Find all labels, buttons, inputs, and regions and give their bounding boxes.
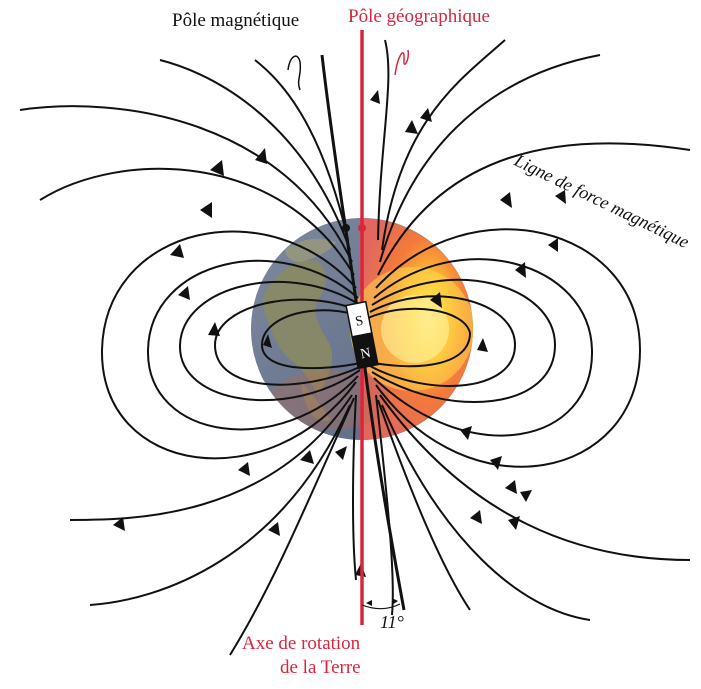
magnetic-pole-label: Pôle magnétique bbox=[172, 10, 300, 31]
rotation-axis-label-line2: de la Terre bbox=[280, 657, 361, 678]
geographic-pole-label: Pôle géographique bbox=[348, 6, 490, 27]
earth-globe-icon bbox=[251, 218, 473, 440]
field-lines bbox=[19, 39, 691, 656]
bar-magnet-icon: S N bbox=[345, 300, 379, 370]
arrow-icon bbox=[113, 90, 566, 577]
magnet-north-label: N bbox=[359, 346, 372, 363]
magnetic-pole-dot bbox=[342, 224, 350, 232]
angle-arc bbox=[361, 603, 401, 610]
angle-arrow-icon bbox=[392, 598, 398, 605]
magnetic-pole-pointer bbox=[287, 55, 302, 91]
angle-label: 11° bbox=[380, 612, 404, 632]
geographic-pole-dot bbox=[358, 224, 366, 232]
geographic-pole-pointer bbox=[394, 49, 410, 76]
rotation-axis-label-line1: Axe de rotation bbox=[242, 633, 361, 654]
magnet-south-label: S bbox=[354, 314, 365, 330]
angle-arrow-icon bbox=[366, 600, 372, 606]
magnet-north-end bbox=[351, 332, 379, 370]
